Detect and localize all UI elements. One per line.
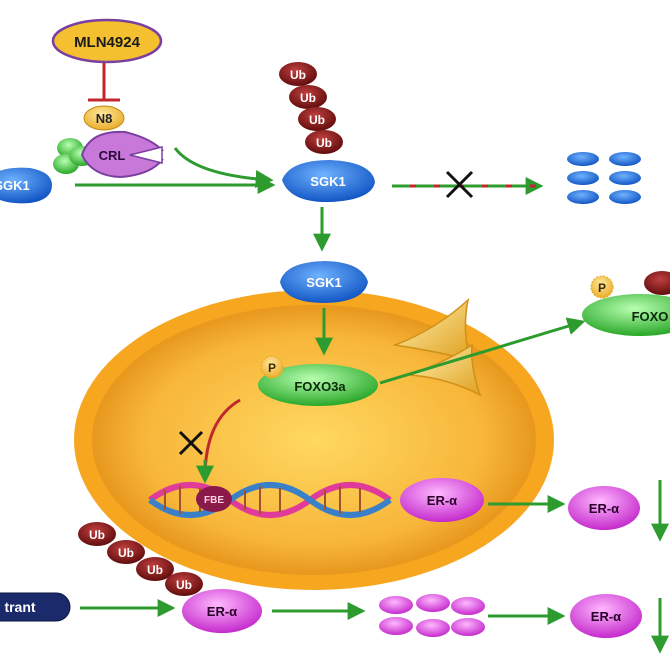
er-bottom-right-label: ER-α: [591, 609, 621, 624]
n8-label: N8: [96, 111, 113, 126]
er-ub-node: [182, 589, 262, 633]
phospho-badge-nuc: P: [260, 355, 284, 379]
mln4924-label: MLN4924: [74, 34, 141, 51]
block-x-mark-2: [178, 430, 204, 456]
foxo3a-label: FOXO3a: [294, 379, 346, 394]
arrow-foxo-export: [379, 317, 586, 385]
phospho-badge-out: P: [590, 275, 614, 299]
fbe-label: FBE: [204, 495, 224, 506]
sgk1-mid-label: SGK1: [306, 275, 341, 290]
block-x-mark: [445, 170, 474, 199]
sgk1-fragments: [567, 152, 641, 204]
foxo-out-node: [582, 294, 670, 336]
sgk1-left-node: [0, 167, 52, 204]
svg-text:Ub: Ub: [300, 91, 316, 105]
ub-chain-er: Ub Ub Ub Ub: [78, 522, 203, 596]
svg-text:Ub: Ub: [316, 136, 332, 150]
ub-chain-sgk1: Ub Ub Ub Ub: [279, 62, 343, 154]
n8-node: [83, 105, 125, 131]
svg-text:Ub: Ub: [290, 68, 306, 82]
mln4924-node: [51, 18, 163, 64]
svg-text:Ub: Ub: [176, 578, 192, 592]
er-right-node: [568, 486, 640, 530]
er-nuc-label: ER-α: [427, 493, 457, 508]
er-ub-label: ER-α: [207, 604, 237, 619]
dna-helix: [148, 482, 392, 518]
fulvestrant-node: [0, 592, 71, 622]
crl-label: CRL: [99, 148, 126, 163]
svg-text:Ub: Ub: [147, 563, 163, 577]
svg-text:Ub: Ub: [309, 113, 325, 127]
sgk1-left-label: SGK1: [0, 178, 30, 193]
svg-text:Ub: Ub: [89, 528, 105, 542]
foxo3a-node: [258, 364, 378, 406]
er-right-label: ER-α: [589, 501, 619, 516]
sgk1-ub-node: [282, 160, 375, 203]
sgk1-mid-node: [280, 261, 368, 303]
sgk1-ub-label: SGK1: [310, 174, 345, 189]
crl-complex: [53, 130, 165, 179]
fulvestrant-label: trant: [4, 599, 35, 615]
fbe-node: [196, 486, 232, 512]
er-nuc-node: [400, 478, 484, 522]
er-fragments: [379, 594, 485, 637]
svg-text:P: P: [268, 361, 276, 375]
foxo-out-label: FOXO: [632, 309, 669, 324]
nucleus-inner: [92, 305, 536, 575]
arrow-crl-curve: [173, 147, 274, 189]
svg-text:Ub: Ub: [118, 546, 134, 560]
svg-text:P: P: [598, 281, 606, 295]
er-bottom-right-node: [570, 594, 642, 638]
ub-chain-foxo: [644, 271, 670, 295]
